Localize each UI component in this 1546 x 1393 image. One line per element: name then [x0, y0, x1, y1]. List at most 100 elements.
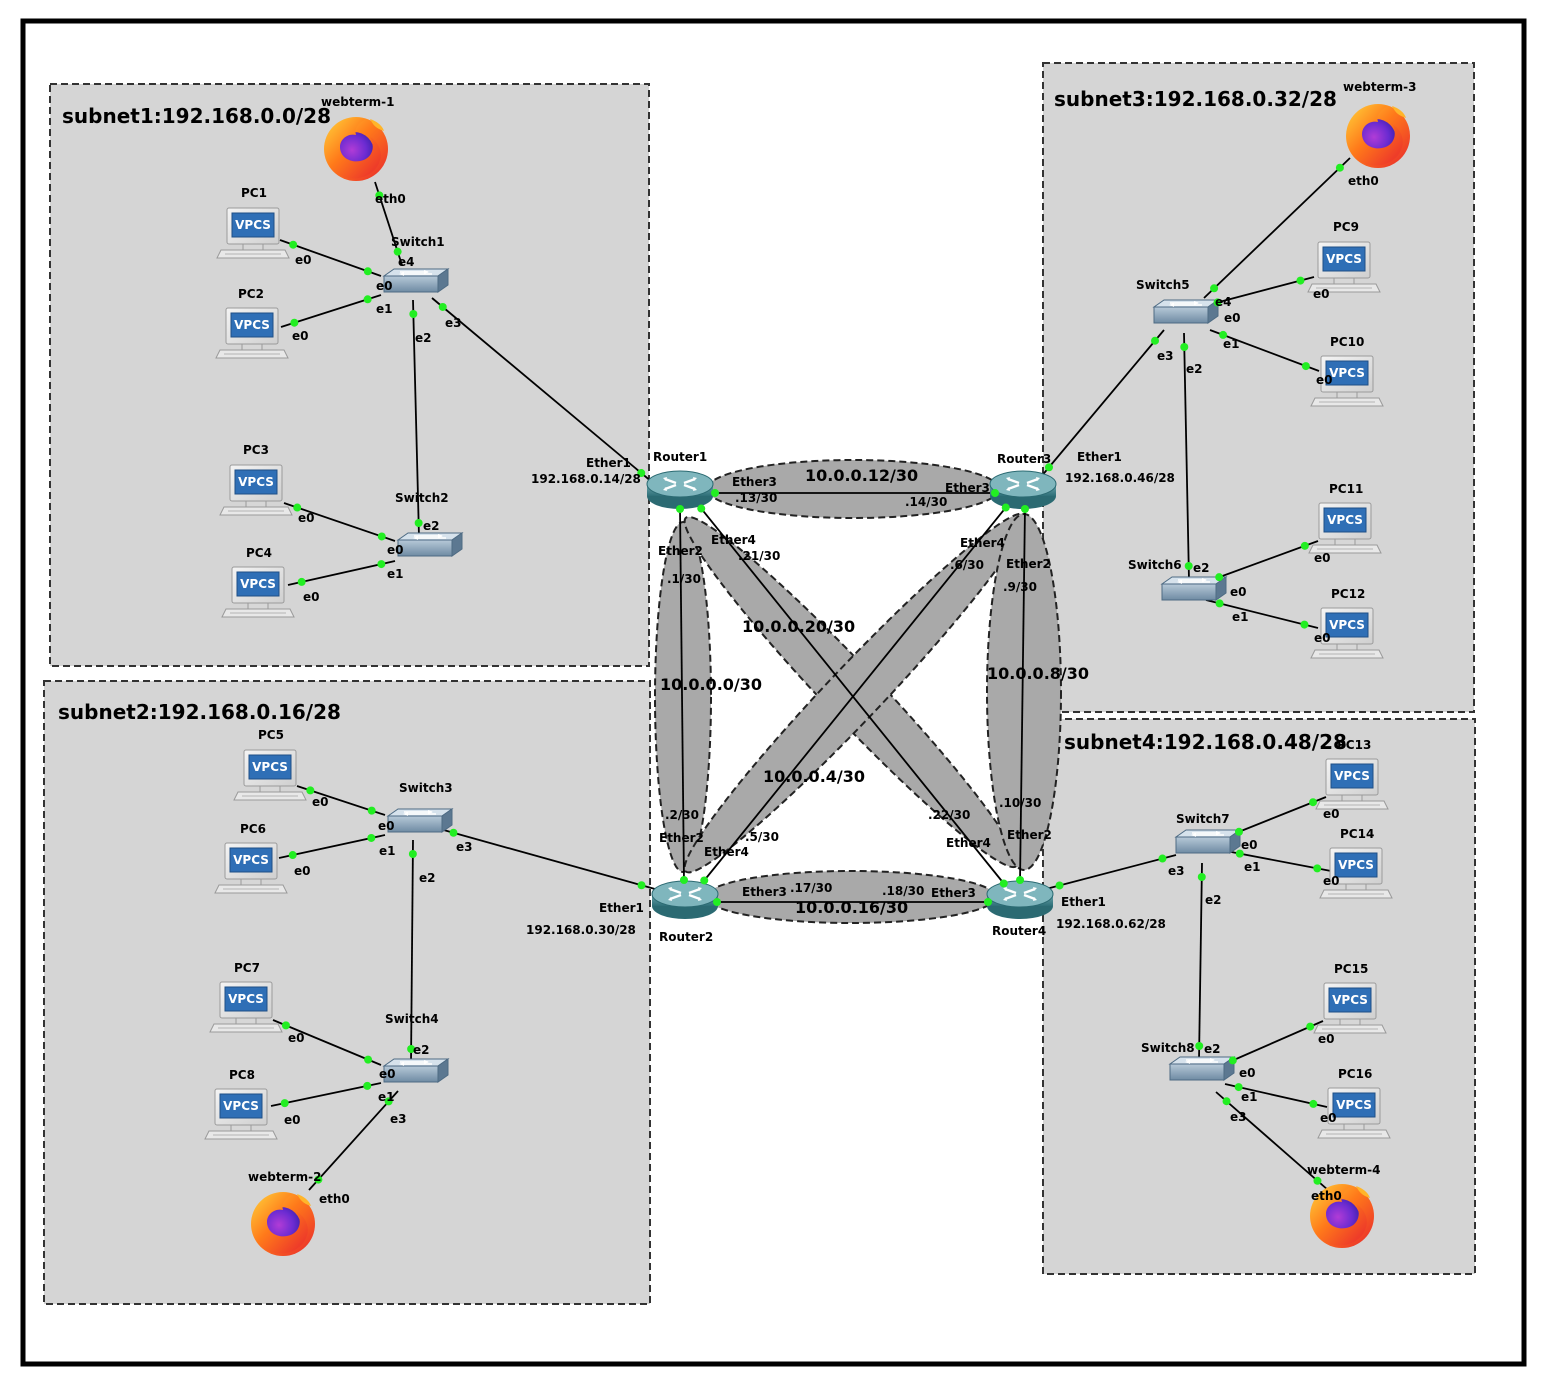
vpcs-PC16[interactable]: VPCS	[1317, 1087, 1391, 1139]
router-Router2[interactable]	[650, 879, 720, 921]
vpcs-screen-text: VPCS	[235, 218, 271, 232]
port-status-dot	[700, 876, 709, 885]
vpcs-computer-icon	[1308, 502, 1382, 554]
firefox-icon	[1346, 104, 1410, 168]
vpcs-PC1[interactable]: VPCS	[216, 207, 290, 259]
device-label-PC2: PC2	[238, 287, 264, 301]
port-status-dot	[1222, 1097, 1231, 1106]
port-status-dot	[306, 786, 315, 795]
subnet-box-s4	[1042, 718, 1476, 1275]
port-label-ether3: Ether3	[732, 475, 777, 489]
port-label-e1: e1	[387, 567, 404, 581]
port-label-e1: e1	[1232, 610, 1249, 624]
device-label-PC10: PC10	[1330, 335, 1364, 349]
link-Switch5-Switch6	[1183, 332, 1190, 581]
router-Router3[interactable]	[988, 469, 1058, 511]
vpcs-PC14[interactable]: VPCS	[1319, 847, 1393, 899]
device-label-PC8: PC8	[229, 1068, 255, 1082]
port-label-e0: e0	[378, 819, 395, 833]
port-status-dot	[377, 532, 386, 541]
port-status-dot	[999, 879, 1008, 888]
vpcs-PC4[interactable]: VPCS	[221, 566, 295, 618]
port-status-dot	[409, 309, 418, 318]
vpcs-PC3[interactable]: VPCS	[219, 464, 293, 516]
port-label-e0: e0	[1313, 287, 1330, 301]
device-label-Router3: Router3	[997, 452, 1051, 466]
wan-ip-label-r3r4-b: .10/30	[999, 796, 1041, 810]
port-status-dot	[1180, 342, 1189, 351]
port-label-ether1: Ether1	[1077, 450, 1122, 464]
vpcs-PC13[interactable]: VPCS	[1315, 758, 1389, 810]
vpcs-PC10[interactable]: VPCS	[1310, 355, 1384, 407]
port-label-ether3: Ether3	[945, 481, 990, 495]
link-Switch7-Switch8	[1198, 862, 1203, 1061]
port-label-e1: e1	[376, 302, 393, 316]
port-status-dot	[1306, 1022, 1315, 1031]
vpcs-PC7[interactable]: VPCS	[209, 981, 283, 1033]
port-label-e0: e0	[1320, 1111, 1337, 1125]
port-status-dot	[408, 849, 417, 858]
vpcs-computer-icon	[219, 464, 293, 516]
wan-ip-label-r1r3-a: .13/30	[735, 491, 777, 505]
vpcs-PC6[interactable]: VPCS	[214, 842, 288, 894]
port-status-dot	[679, 876, 688, 885]
port-status-dot	[289, 240, 298, 249]
device-label-Switch8: Switch8	[1141, 1041, 1195, 1055]
switch-Switch2[interactable]	[397, 532, 463, 557]
switch-Switch8[interactable]	[1169, 1056, 1235, 1081]
vpcs-PC11[interactable]: VPCS	[1308, 502, 1382, 554]
router-Router4[interactable]	[985, 879, 1055, 921]
vpcs-PC12[interactable]: VPCS	[1310, 607, 1384, 659]
router-Router1[interactable]	[645, 469, 715, 511]
device-label-Router1: Router1	[653, 450, 707, 464]
port-label-e0: e0	[1224, 311, 1241, 325]
switch-icon	[397, 532, 463, 557]
vpcs-PC9[interactable]: VPCS	[1307, 241, 1381, 293]
vpcs-computer-icon	[204, 1088, 278, 1140]
port-label-e0: e0	[1323, 807, 1340, 821]
port-label-e0: e0	[1230, 585, 1247, 599]
vpcs-computer-icon	[221, 566, 295, 618]
webterm-webterm-3[interactable]	[1346, 104, 1410, 168]
wan-ip-label-r2r4-b: .18/30	[882, 884, 924, 898]
switch-Switch6[interactable]	[1161, 576, 1227, 601]
lan-ip-label-Router4: 192.168.0.62/28	[1056, 917, 1166, 931]
port-label-ether2: Ether2	[658, 544, 703, 558]
port-label-e2: e2	[1204, 1042, 1221, 1056]
link-Router3-Router2	[702, 505, 1008, 883]
switch-Switch1[interactable]	[383, 268, 449, 293]
device-label-Router2: Router2	[659, 930, 713, 944]
vpcs-PC15[interactable]: VPCS	[1313, 982, 1387, 1034]
port-label-e0: e0	[295, 253, 312, 267]
subnet-title-s2: subnet2:192.168.0.16/28	[58, 700, 341, 724]
port-label-e0: e0	[1316, 373, 1333, 387]
port-status-dot	[1215, 599, 1224, 608]
webterm-webterm-2[interactable]	[251, 1192, 315, 1256]
port-label-e0: e0	[376, 279, 393, 293]
subnet-title-s3: subnet3:192.168.0.32/28	[1054, 87, 1337, 111]
port-status-dot	[1197, 872, 1206, 881]
link-PC12-Switch6	[1205, 599, 1319, 629]
wan-ip-label-r1r2-a: .1/30	[667, 572, 701, 586]
port-label-e3: e3	[1168, 864, 1185, 878]
vpcs-PC2[interactable]: VPCS	[215, 307, 289, 359]
switch-Switch5[interactable]	[1153, 299, 1219, 324]
device-label-Switch5: Switch5	[1136, 278, 1190, 292]
vpcs-PC8[interactable]: VPCS	[204, 1088, 278, 1140]
link-webterm-3-Switch5	[1203, 157, 1351, 299]
port-label-ether2: Ether2	[1007, 828, 1052, 842]
port-label-e3: e3	[445, 316, 462, 330]
switch-Switch3[interactable]	[387, 808, 453, 833]
vpcs-PC5[interactable]: VPCS	[233, 749, 307, 801]
vpcs-computer-icon	[216, 207, 290, 259]
vpcs-screen-text: VPCS	[1329, 366, 1365, 380]
port-status-dot	[1020, 504, 1029, 513]
wan-ip-label-r1r4-b: .22/30	[928, 808, 970, 822]
port-label-e1: e1	[1223, 337, 1240, 351]
webterm-webterm-1[interactable]	[324, 117, 388, 181]
vpcs-screen-text: VPCS	[233, 853, 269, 867]
vpcs-computer-icon	[214, 842, 288, 894]
port-status-dot	[377, 560, 386, 569]
switch-Switch7[interactable]	[1175, 829, 1241, 854]
port-label-e0: e0	[292, 329, 309, 343]
